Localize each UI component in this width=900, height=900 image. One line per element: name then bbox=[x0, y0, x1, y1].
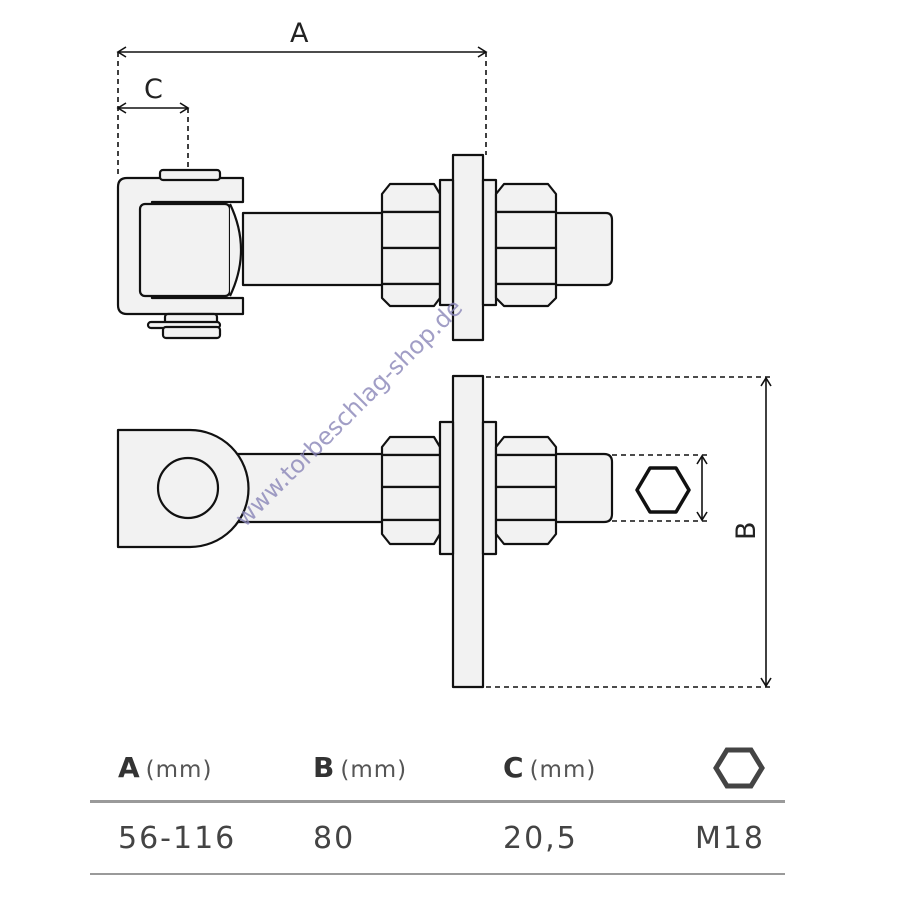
header-a: A(mm) bbox=[90, 751, 313, 784]
top-ball bbox=[229, 203, 243, 297]
dimension-c-label: C bbox=[144, 74, 163, 105]
side-washer-right bbox=[481, 420, 498, 556]
dimension-hex bbox=[612, 454, 708, 522]
spec-table-row: 56-116 80 20,5 M18 bbox=[90, 803, 785, 875]
top-rod-shank bbox=[241, 211, 390, 287]
header-c: C(mm) bbox=[503, 751, 693, 784]
top-clevis-inner bbox=[138, 202, 232, 298]
hex-size-icon bbox=[635, 466, 691, 514]
top-nut-left bbox=[380, 182, 442, 308]
spec-table: A(mm) B(mm) C(mm) 56-116 80 20,5 M18 bbox=[90, 735, 785, 875]
header-c-letter: C bbox=[503, 751, 524, 784]
top-washer-left bbox=[438, 178, 455, 307]
side-washer-left bbox=[438, 420, 455, 556]
spec-table-header: A(mm) B(mm) C(mm) bbox=[90, 735, 785, 803]
top-washer-right bbox=[481, 178, 498, 307]
dimension-a bbox=[116, 46, 488, 178]
value-thread: M18 bbox=[694, 820, 765, 856]
header-b: B(mm) bbox=[313, 751, 503, 784]
side-nut-left bbox=[380, 435, 442, 546]
header-c-unit: (mm) bbox=[529, 757, 597, 783]
side-rod-shank bbox=[234, 452, 388, 524]
header-b-letter: B bbox=[313, 751, 335, 784]
value-b: 80 bbox=[313, 820, 356, 856]
dimension-a-label: A bbox=[290, 18, 309, 49]
top-washer-plate bbox=[451, 153, 485, 342]
side-plate bbox=[451, 374, 485, 689]
top-view bbox=[116, 153, 614, 342]
side-nut-right bbox=[494, 435, 558, 546]
header-b-unit: (mm) bbox=[340, 757, 408, 783]
value-c: 20,5 bbox=[503, 820, 578, 856]
side-eye-hole bbox=[156, 456, 220, 520]
top-pin-head bbox=[158, 168, 222, 182]
top-rod-end bbox=[546, 211, 614, 287]
dimension-b bbox=[486, 376, 772, 688]
dimension-b-label: B bbox=[731, 521, 762, 540]
dimension-c bbox=[116, 102, 190, 168]
side-rod-end bbox=[546, 452, 614, 524]
value-a: 56-116 bbox=[118, 820, 237, 856]
top-nut-right bbox=[494, 182, 558, 308]
header-a-unit: (mm) bbox=[145, 757, 213, 783]
header-hex bbox=[693, 746, 785, 790]
top-pin-tail bbox=[161, 325, 222, 340]
side-view bbox=[116, 374, 691, 689]
header-a-letter: A bbox=[118, 751, 140, 784]
hexagon-nut-icon bbox=[713, 747, 765, 788]
